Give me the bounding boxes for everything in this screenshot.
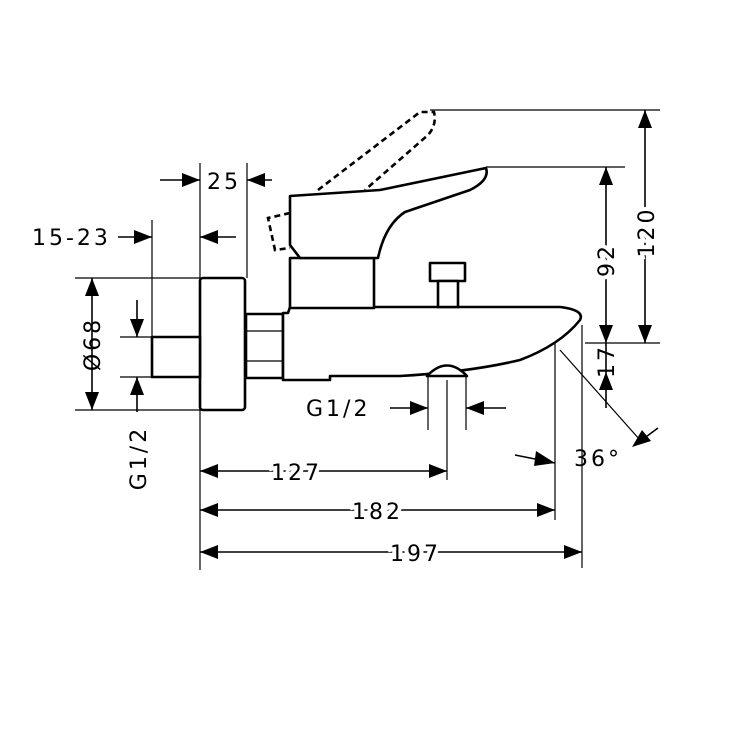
inlet-stub [150,335,202,379]
spout-body [281,305,583,382]
label-g12-left: G1/2 [127,426,152,490]
label-diameter-68: Ø68 [81,317,106,371]
label-15-23: 15-23 [32,226,111,251]
extension-lines [75,109,660,570]
label-17: 17 [595,344,620,378]
hex-nut [244,312,285,380]
label-36-deg: 36° [574,447,622,472]
lever-handle [288,166,488,260]
spout-aerator [425,364,469,378]
label-182: 182 [352,500,403,525]
wall-flange [198,276,247,412]
label-g12-spout: G1/2 [306,397,370,422]
faucet-outline [150,110,583,412]
label-120: 120 [635,207,660,258]
diverter-stem [436,279,460,309]
label-25: 25 [207,170,241,195]
lever-handle-open [266,110,437,252]
dimension-arrows [85,110,659,559]
label-127: 127 [271,461,322,486]
label-197: 197 [390,542,441,567]
diverter-knob [428,261,467,283]
label-92: 92 [595,243,620,277]
cartridge-housing [288,256,376,310]
